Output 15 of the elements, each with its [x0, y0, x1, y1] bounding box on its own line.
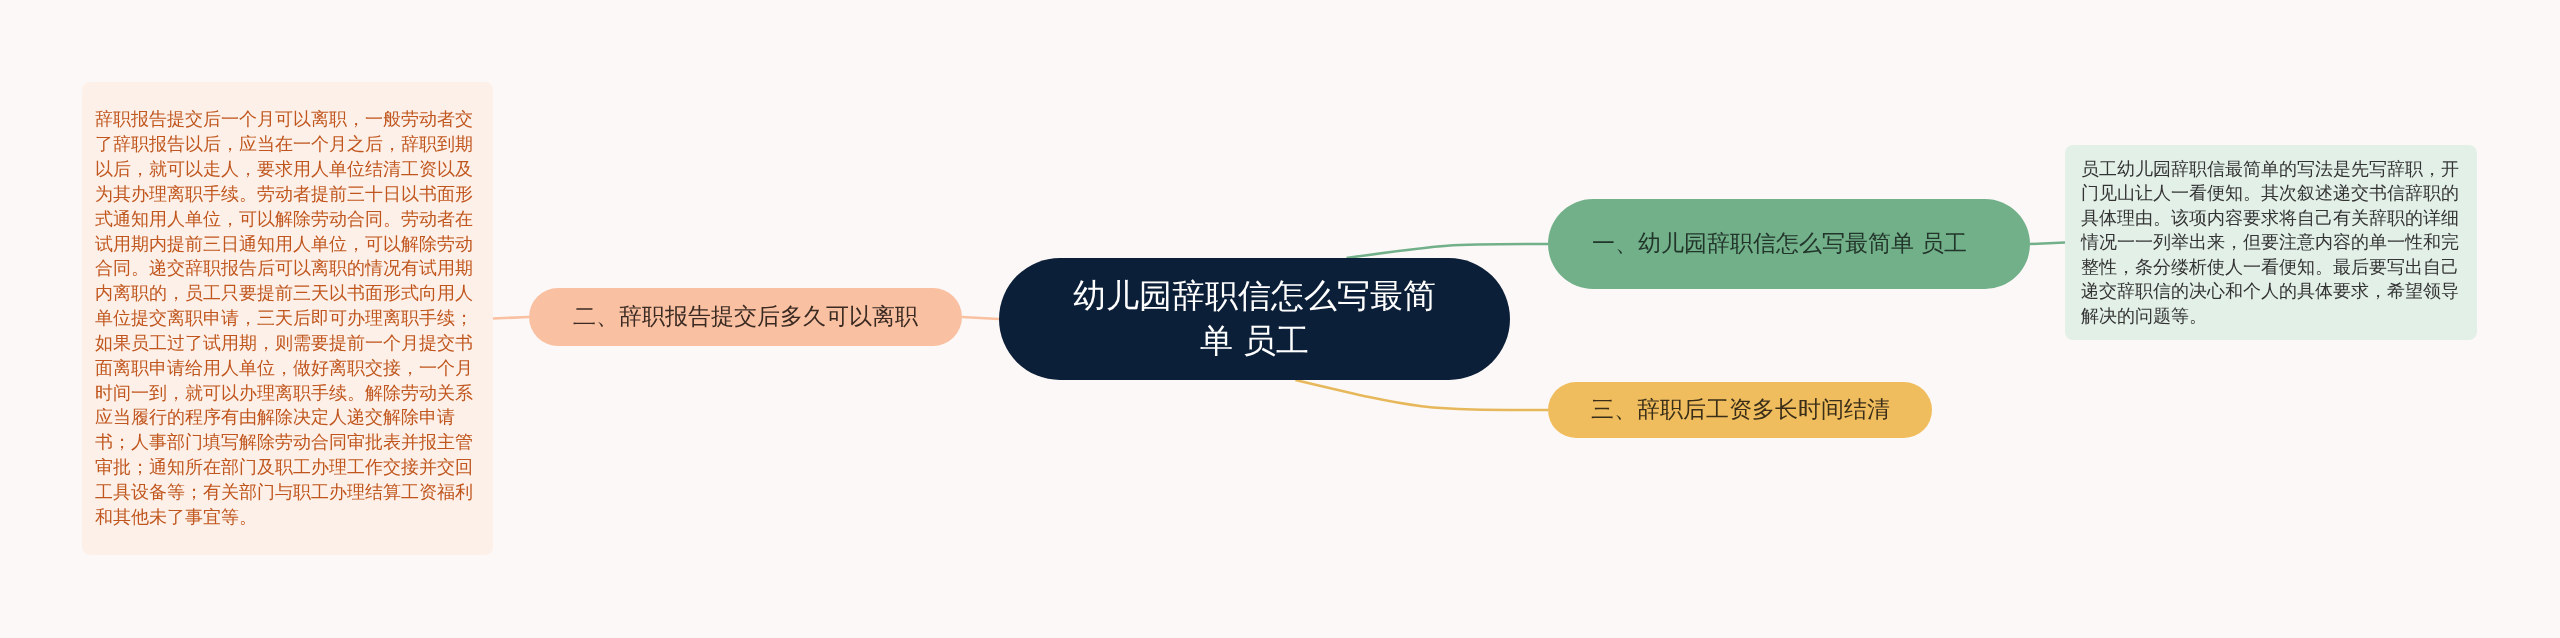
note-card — [2065, 145, 2477, 340]
note-text: 辞职报告提交后一个月可以离职，一般劳动者交了辞职报告以后，应当在一个月之后，辞职到期以后，就可以走人，要求用人单位结清工资以及为其办理离职手续。劳动者提前三十日以书面形式通知用人单位，可以解除劳动合同。劳动者在试用期内提前三日通知用人单位，可以解除劳动合同。递交辞职报告后可以离职的情况有试用期内离职的，员工只要提前三天以书面形式向用人单位提交离职申请，三天后即可办理离职手续；如果员工过了试用期，则需要提前一个月提交书面离职申请给用人单位，做好离职交接，一个月时间一到，就可以办理离职手续。解除劳动关系应当履行的程序有由解除决定人递交解除申请书；人事部门填写解除劳动合同审批表并报主管审批；通知所在部门及职工办理工作交接并交回工具设备等；有关部门与职工办理结算工资福利和其他未了事宜等。 — [95, 108, 474, 529]
branch-title: 一、幼儿园辞职信怎么写最简单 员工 — [1592, 229, 1968, 259]
connector-line — [1295, 378, 1548, 412]
connector-line — [1346, 242, 1548, 260]
branch-title: 三、辞职后工资多长时间结清 — [1590, 395, 1890, 425]
note-text: 员工幼儿园辞职信最简单的写法是先写辞职，开门见山让人一看便知。其次叙述递交书信辞职的具体理由。该项内容要求将自己有关辞职的详细情况一一列举出来，但要注意内容的单一性和完整性，条分缕析使人一看便知。最后要写出自己递交辞职信的决心和个人的具体要求，希望领导解决的问题等。 — [2081, 157, 2460, 328]
branch-pill — [529, 288, 962, 346]
topic-title: 幼儿园辞职信怎么写最简单 员工 — [1072, 275, 1437, 362]
branch-pill — [1548, 382, 1932, 438]
connector-line — [492, 315, 530, 320]
note-card — [82, 82, 493, 555]
branch-title: 二、辞职报告提交后多久可以离职 — [573, 302, 918, 332]
connector-line — [961, 315, 1000, 321]
connector-line — [2029, 241, 2066, 246]
